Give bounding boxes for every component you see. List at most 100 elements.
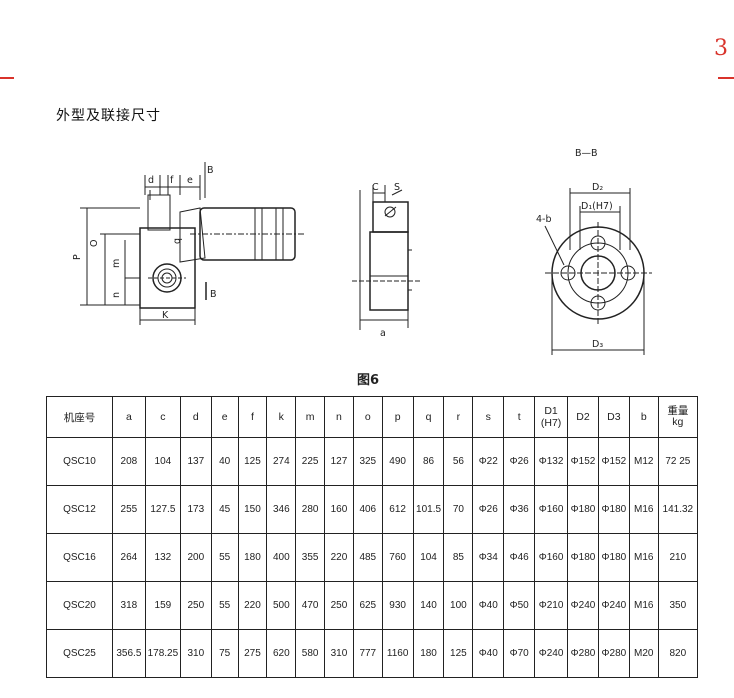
svg-text:O: O <box>89 240 100 247</box>
value-cell: 127 <box>324 437 354 486</box>
value-cell: 75 <box>210 629 239 678</box>
svg-text:4-b: 4-b <box>536 214 552 225</box>
value-cell: 274 <box>266 437 297 486</box>
value-cell: 310 <box>179 629 212 678</box>
page-number: 3 <box>714 36 728 61</box>
svg-text:C: C <box>372 182 379 193</box>
header-cell: q <box>412 396 445 438</box>
dimension-table: 机座号 a c d e f k m n o p q r s t D1 (H7) … <box>46 396 699 678</box>
value-cell: 310 <box>324 629 354 678</box>
header-cell: r <box>443 396 474 438</box>
value-cell: 86 <box>412 437 445 486</box>
value-cell: M16 <box>628 581 659 630</box>
value-cell: Φ152 <box>567 437 599 486</box>
value-cell: 40 <box>210 437 239 486</box>
value-cell: 220 <box>237 581 268 630</box>
header-cell: f <box>237 396 268 438</box>
model-cell: QSC20 <box>46 581 113 630</box>
value-cell: Φ240 <box>597 581 630 630</box>
left-accent-rule <box>0 77 14 79</box>
value-cell: Φ132 <box>534 437 569 486</box>
section-view <box>352 185 420 330</box>
value-cell: 220 <box>324 533 354 582</box>
value-cell: 275 <box>237 629 268 678</box>
value-cell: 264 <box>111 533 146 582</box>
value-cell: 485 <box>352 533 383 582</box>
value-cell: Φ160 <box>534 533 569 582</box>
model-cell: QSC25 <box>46 629 113 678</box>
header-cell: d <box>179 396 212 438</box>
value-cell: 250 <box>324 581 354 630</box>
value-cell: M16 <box>628 485 659 534</box>
value-cell: Φ40 <box>472 581 505 630</box>
svg-text:B—B: B—B <box>575 148 598 159</box>
value-cell: 55 <box>210 581 239 630</box>
value-cell: 56 <box>443 437 474 486</box>
value-cell: 150 <box>237 485 268 534</box>
svg-text:e: e <box>187 175 193 186</box>
svg-text:D₂: D₂ <box>592 182 603 193</box>
value-cell: 255 <box>111 485 146 534</box>
svg-text:S: S <box>394 182 400 193</box>
svg-text:D₁(H7): D₁(H7) <box>581 201 613 212</box>
value-cell: Φ40 <box>472 629 505 678</box>
value-cell: Φ180 <box>597 485 630 534</box>
flange-view <box>544 188 652 355</box>
value-cell: 137 <box>179 437 212 486</box>
value-cell: 356.5 <box>111 629 146 678</box>
value-cell: 350 <box>657 581 699 630</box>
header-cell: b <box>628 396 659 438</box>
value-cell: 55 <box>210 533 239 582</box>
value-cell: 500 <box>266 581 297 630</box>
value-cell: 820 <box>657 629 699 678</box>
value-cell: Φ34 <box>472 533 505 582</box>
value-cell: 200 <box>179 533 212 582</box>
figure-caption: 图6 <box>357 373 380 388</box>
value-cell: 210 <box>657 533 699 582</box>
value-cell: 159 <box>144 581 181 630</box>
value-cell: Φ22 <box>472 437 505 486</box>
model-cell: QSC10 <box>46 437 113 486</box>
header-cell: m <box>295 396 326 438</box>
header-cell: D2 <box>567 396 599 438</box>
value-cell: M16 <box>628 533 659 582</box>
model-cell: QSC12 <box>46 485 113 534</box>
value-cell: 777 <box>352 629 383 678</box>
side-view-labels: d f e B q O P m n K B <box>72 165 217 321</box>
value-cell: 140 <box>412 581 445 630</box>
value-cell: 173 <box>179 485 212 534</box>
value-cell: Φ36 <box>503 485 536 534</box>
header-cell: a <box>111 396 146 438</box>
value-cell: Φ46 <box>503 533 536 582</box>
value-cell: 318 <box>111 581 146 630</box>
section-title: 外型及联接尺寸 <box>56 108 161 124</box>
value-cell: 280 <box>295 485 326 534</box>
svg-text:B: B <box>207 165 214 176</box>
header-weight-line1: 重量 <box>667 405 689 417</box>
value-cell: 325 <box>352 437 383 486</box>
value-cell: 470 <box>295 581 326 630</box>
value-cell: Φ210 <box>534 581 569 630</box>
svg-text:f: f <box>170 175 174 186</box>
header-cell: D3 <box>597 396 630 438</box>
value-cell: 178.25 <box>144 629 181 678</box>
value-cell: 180 <box>412 629 445 678</box>
header-d1-line1: D1 <box>544 405 558 417</box>
value-cell: 104 <box>412 533 445 582</box>
value-cell: Φ50 <box>503 581 536 630</box>
value-cell: Φ160 <box>534 485 569 534</box>
value-cell: 346 <box>266 485 297 534</box>
value-cell: 125 <box>443 629 474 678</box>
header-cell: o <box>352 396 383 438</box>
header-cell: n <box>324 396 354 438</box>
svg-text:d: d <box>148 175 154 186</box>
svg-text:q: q <box>172 238 183 244</box>
dimension-drawing: d f e B q O P m n K B C S a <box>72 148 652 355</box>
svg-text:K: K <box>162 310 169 321</box>
